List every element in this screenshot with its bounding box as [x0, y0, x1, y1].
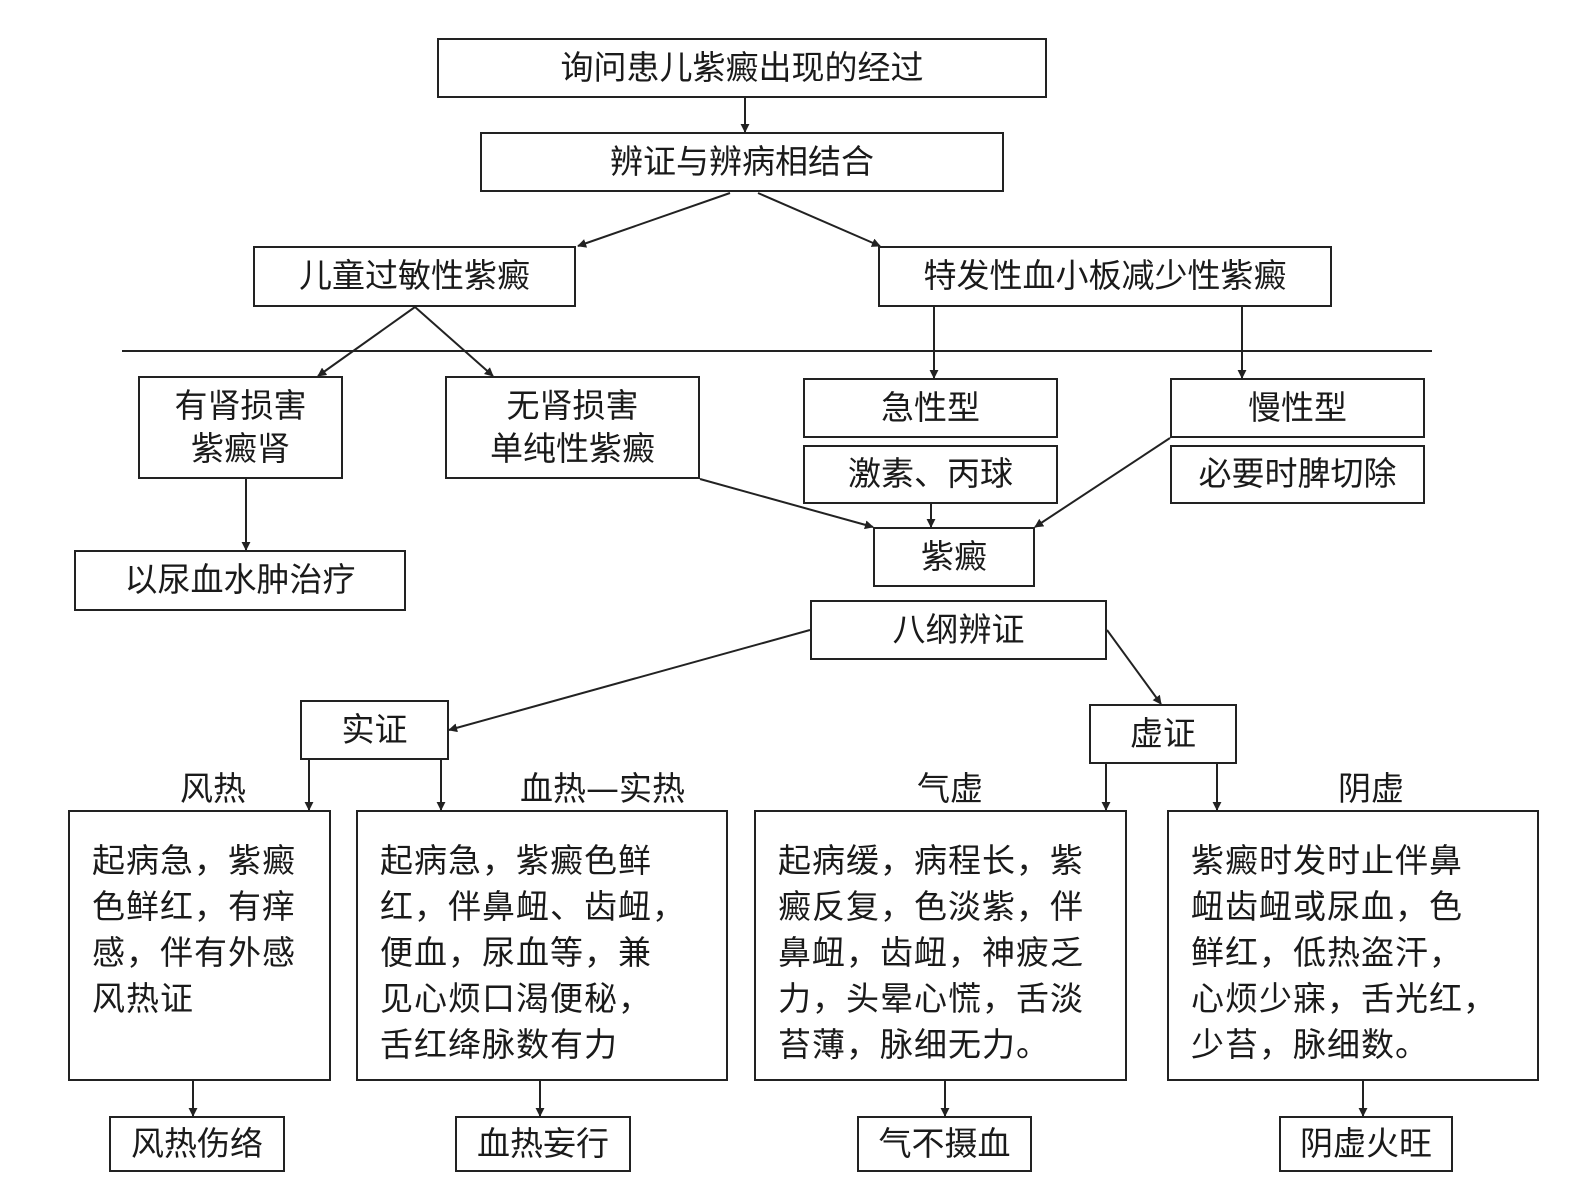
- yin-deficiency-outcome-box: 阴虚火旺: [1279, 1116, 1453, 1172]
- chronic-treatment-text: 必要时脾切除: [1198, 454, 1397, 494]
- deficiency-syndrome-box: 虚证: [1089, 704, 1237, 764]
- yin-deficiency-line: 衄齿衄或尿血，色: [1191, 887, 1463, 926]
- arrow-eight-to-xu: [1106, 629, 1162, 705]
- eight-principles-box: 八纲辨证: [810, 600, 1107, 660]
- blood-heat-line: 红，伴鼻衄、齿衄，: [380, 887, 686, 926]
- wind-heat-outcome-box: 风热伤络: [109, 1116, 285, 1172]
- combine-text: 辨证与辨病相结合: [610, 141, 874, 181]
- blood-heat-line: 便血，尿血等，兼: [380, 933, 652, 972]
- urine-treatment-text: 以尿血水肿治疗: [124, 560, 356, 600]
- acute-type-box: 急性型: [803, 378, 1058, 438]
- deficiency-syndrome-text: 虚证: [1130, 713, 1196, 753]
- blood-heat-description-box: 起病急，紫癜色鲜 红，伴鼻衄、齿衄， 便血，尿血等，兼 见心烦口渴便秘， 舌红绛…: [356, 810, 728, 1081]
- label-wind-heat: 风热: [180, 769, 246, 808]
- renal-damage-line1: 有肾损害: [174, 385, 307, 425]
- wind-heat-line: 色鲜红，有痒: [92, 887, 296, 926]
- qi-deficiency-outcome-text: 气不摄血: [878, 1123, 1011, 1163]
- label-blood-heat: 血热—实热: [520, 769, 685, 808]
- arrow-allergic-to-renal: [317, 306, 416, 377]
- wind-heat-line: 风热证: [92, 979, 194, 1018]
- yin-deficiency-line: 鲜红，低热盗汗，: [1191, 933, 1463, 972]
- blood-heat-outcome-text: 血热妄行: [477, 1123, 609, 1163]
- purpura-text: 紫癜: [921, 536, 987, 576]
- arrow-combine-to-allergic: [577, 192, 731, 248]
- label-yin-deficiency: 阴虚: [1338, 769, 1404, 808]
- arrow-chronic-to-purpura: [1034, 437, 1171, 528]
- acute-type-text: 急性型: [881, 387, 980, 427]
- label-qi-deficiency: 气虚: [917, 769, 983, 808]
- chronic-type-text: 慢性型: [1248, 387, 1347, 427]
- yin-deficiency-line: 少苔，脉细数。: [1191, 1025, 1429, 1064]
- renal-damage-box: 有肾损害 紫癜肾: [138, 376, 343, 479]
- qi-deficiency-line: 起病缓，病程长，紫: [778, 841, 1084, 880]
- excess-syndrome-box: 实证: [300, 700, 449, 760]
- no-renal-damage-box: 无肾损害 单纯性紫癜: [445, 376, 700, 479]
- arrow-allergic-to-nonrenal: [414, 306, 494, 377]
- no-renal-damage-line2: 单纯性紫癜: [490, 428, 655, 468]
- allergic-purpura-box: 儿童过敏性紫癜: [253, 246, 576, 307]
- qi-deficiency-line: 力，头晕心慌，舌淡: [778, 979, 1084, 1018]
- itp-box: 特发性血小板减少性紫癜: [878, 246, 1332, 307]
- qi-deficiency-line: 癜反复，色淡紫，伴: [778, 887, 1084, 926]
- excess-syndrome-text: 实证: [341, 709, 408, 749]
- arrow-eight-to-shi: [448, 629, 811, 733]
- yin-deficiency-line: 心烦少寐，舌光红，: [1191, 979, 1497, 1018]
- chronic-treatment-box: 必要时脾切除: [1170, 445, 1425, 504]
- qi-deficiency-outcome-box: 气不摄血: [857, 1116, 1032, 1172]
- wind-heat-outcome-text: 风热伤络: [131, 1123, 263, 1163]
- arrow-combine-to-itp: [757, 192, 881, 247]
- yin-deficiency-description-box: 紫癜时发时止伴鼻 衄齿衄或尿血，色 鲜红，低热盗汗， 心烦少寐，舌光红， 少苔，…: [1167, 810, 1539, 1081]
- wind-heat-line: 感，伴有外感: [92, 933, 296, 972]
- allergic-purpura-text: 儿童过敏性紫癜: [299, 256, 530, 296]
- inquiry-box: 询问患儿紫癜出现的经过: [437, 38, 1047, 98]
- urine-treatment-box: 以尿血水肿治疗: [74, 550, 406, 611]
- itp-text: 特发性血小板减少性紫癜: [923, 256, 1287, 296]
- wind-heat-line: 起病急，紫癜: [92, 841, 296, 880]
- no-renal-damage-line1: 无肾损害: [506, 385, 639, 425]
- qi-deficiency-line: 鼻衄，齿衄，神疲乏: [778, 933, 1084, 972]
- blood-heat-line: 见心烦口渴便秘，: [380, 979, 652, 1018]
- blood-heat-line: 起病急，紫癜色鲜: [380, 841, 652, 880]
- yin-deficiency-outcome-text: 阴虚火旺: [1300, 1123, 1432, 1163]
- qi-deficiency-description-box: 起病缓，病程长，紫 癜反复，色淡紫，伴 鼻衄，齿衄，神疲乏 力，头晕心慌，舌淡 …: [754, 810, 1127, 1081]
- acute-treatment-box: 激素、丙球: [803, 445, 1058, 504]
- chronic-type-box: 慢性型: [1170, 378, 1425, 438]
- wind-heat-description-box: 起病急，紫癜 色鲜红，有痒 感，伴有外感 风热证: [68, 810, 331, 1081]
- qi-deficiency-line: 苔薄，脉细无力。: [778, 1025, 1050, 1064]
- arrow-nonrenal-to-purpura: [699, 478, 874, 530]
- purpura-box: 紫癜: [873, 527, 1035, 587]
- acute-treatment-text: 激素、丙球: [848, 454, 1013, 494]
- renal-damage-line2: 紫癜肾: [191, 428, 290, 468]
- combine-box: 辨证与辨病相结合: [480, 132, 1004, 192]
- blood-heat-outcome-box: 血热妄行: [455, 1116, 631, 1172]
- blood-heat-line: 舌红绛脉数有力: [380, 1025, 618, 1064]
- eight-principles-text: 八纲辨证: [892, 609, 1025, 649]
- inquiry-text: 询问患儿紫癜出现的经过: [560, 47, 924, 87]
- yin-deficiency-line: 紫癜时发时止伴鼻: [1191, 841, 1463, 880]
